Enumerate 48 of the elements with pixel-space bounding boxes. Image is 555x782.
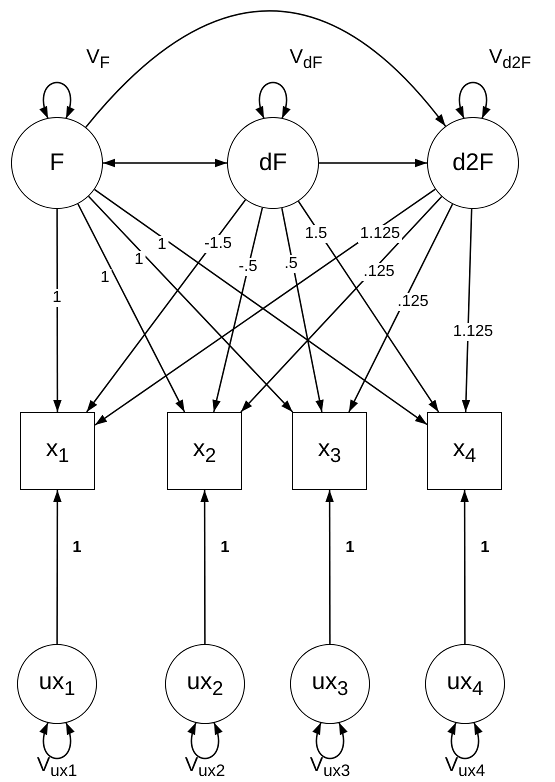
observed-variable-box: x$_{4}$ (427, 412, 502, 490)
latent-variable-circle: dF (227, 117, 319, 209)
path-coefficient: .125 (361, 263, 397, 281)
variance-label: V$_{ux1}$ (36, 756, 78, 780)
observed-variable-box: x$_{3}$ (292, 412, 367, 490)
loop-arrow (256, 82, 290, 119)
observed-variable-box: x$_{2}$ (167, 412, 242, 490)
arrow (319, 158, 427, 168)
loop-arrow (188, 722, 222, 760)
arrow (281, 208, 324, 412)
variance-label: V$_{F}$ (85, 48, 111, 72)
arrow (325, 490, 334, 644)
latent-variable-circle: F (11, 117, 103, 209)
observed-variable-box: x$_{1}$ (20, 412, 95, 490)
loop-arrow (40, 722, 74, 760)
variance-label: V$_{dF}$ (288, 48, 324, 72)
arrow (460, 490, 469, 644)
arrow (298, 200, 440, 412)
path-coefficient: 1 (50, 289, 64, 307)
loop-arrow (456, 82, 490, 119)
arrow (212, 208, 264, 412)
arrow (200, 490, 209, 644)
arrow (240, 196, 442, 413)
variance-label: V$_{ux4}$ (444, 756, 486, 780)
path-coefficient: .125 (395, 293, 431, 311)
arrow (53, 490, 62, 644)
latent-variable-circle: ux$_{1}$ (17, 644, 97, 724)
arrow (53, 209, 62, 412)
loop-arrow (40, 82, 74, 119)
latent-variable-circle: ux$_{2}$ (165, 644, 245, 724)
variance-label: V$_{ux3}$ (308, 756, 352, 780)
double-headed-arrow (103, 158, 227, 168)
loop-arrow (448, 722, 482, 760)
path-coefficient: -.5 (236, 258, 260, 276)
latent-variable-circle: d2F (427, 117, 519, 209)
arrow (348, 204, 454, 412)
latent-variable-circle: ux$_{3}$ (290, 644, 370, 724)
variance-label: V$_{ux2}$ (184, 756, 226, 780)
arrow (88, 196, 294, 413)
loop-arrow (313, 722, 347, 760)
latent-variable-circle: ux$_{4}$ (425, 644, 505, 724)
path-coefficient: -1.5 (202, 235, 234, 253)
arrow (77, 204, 186, 412)
path-coefficient: 1.125 (358, 225, 402, 243)
curved-arrow (85, 10, 446, 128)
variance-label: V$_{d2F}$ (488, 48, 532, 72)
arrow (462, 208, 472, 412)
arrow (86, 199, 246, 412)
